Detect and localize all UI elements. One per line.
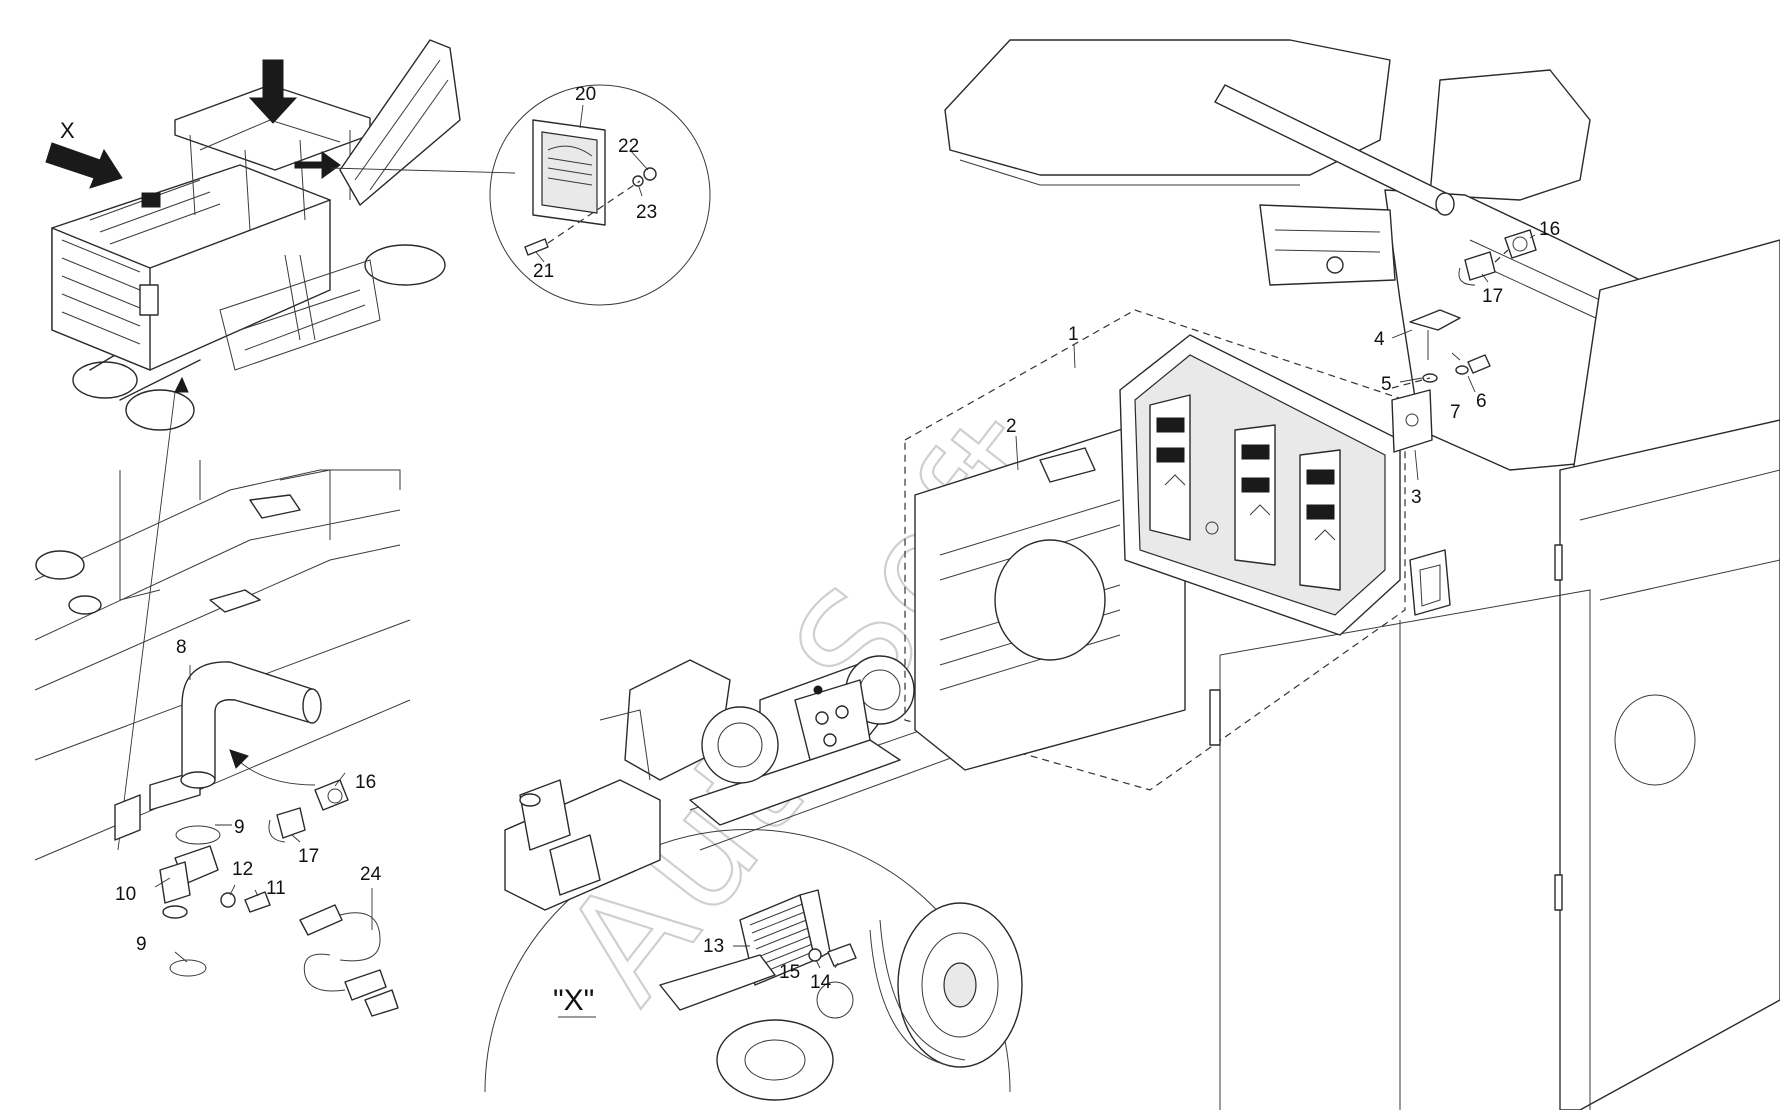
callout-16a: 16	[355, 772, 376, 793]
callout-2: 2	[1006, 416, 1017, 437]
callout-5: 5	[1381, 374, 1392, 395]
callout-7: 7	[1450, 402, 1461, 423]
callout-6: 6	[1476, 391, 1487, 412]
callout-12: 12	[232, 859, 253, 880]
pipe-frame-detail	[34, 460, 411, 1017]
callout-10: 10	[115, 884, 136, 905]
callout-11: 11	[266, 878, 286, 899]
callout-14: 14	[810, 972, 832, 993]
view-x-arrow-label: X	[60, 118, 75, 143]
callout-9b: 9	[136, 934, 147, 955]
callout-3: 3	[1411, 487, 1422, 508]
view-label-x: "X"	[553, 984, 594, 1017]
machine-overview: X	[45, 39, 516, 851]
callout-8: 8	[176, 637, 187, 658]
detail-circle-x	[484, 655, 1023, 1101]
callout-1: 1	[1068, 324, 1079, 345]
view-x-arrow	[45, 142, 123, 189]
callout-17a: 17	[298, 846, 319, 867]
control-panel-assembly	[904, 39, 1780, 1110]
callout-22: 22	[618, 136, 639, 157]
callout-13: 13	[703, 936, 724, 957]
callout-labels: 1 2 3 4 5 6 7 8 9 9 10 11 12 13 14 15 16…	[115, 84, 1560, 993]
panel-assembly-outline	[904, 309, 1406, 791]
callout-4: 4	[1374, 329, 1385, 350]
callout-23: 23	[636, 202, 657, 223]
callout-24: 24	[360, 864, 382, 885]
callout-17b: 17	[1482, 286, 1503, 307]
callout-21: 21	[533, 261, 554, 282]
detail-circle-gauge	[489, 84, 711, 306]
callout-9a: 9	[234, 817, 245, 838]
callout-16b: 16	[1539, 219, 1560, 240]
callout-15: 15	[779, 962, 800, 983]
callout-20: 20	[575, 84, 596, 105]
